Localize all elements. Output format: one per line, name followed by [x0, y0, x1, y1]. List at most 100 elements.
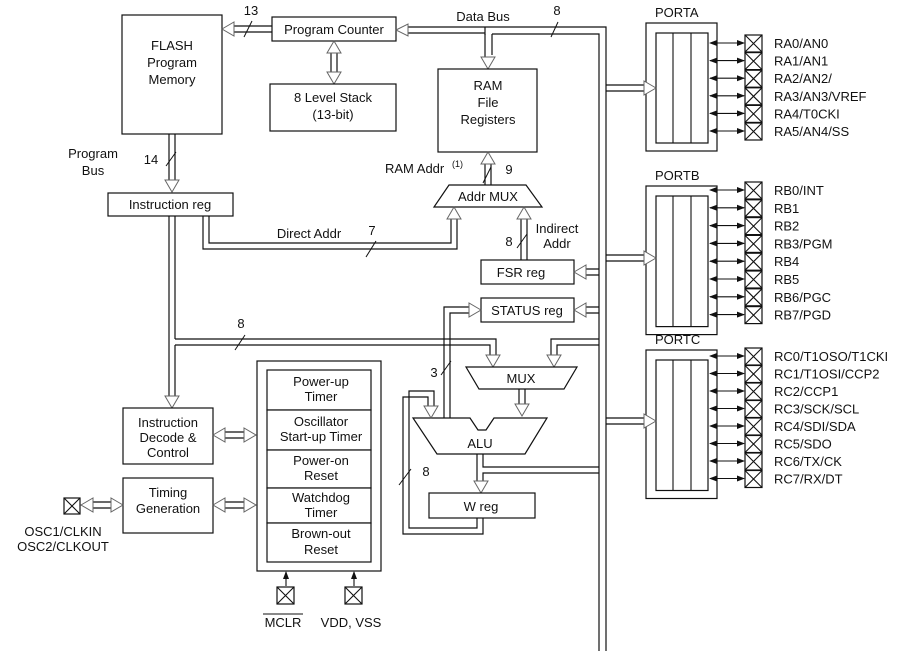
port-portb: PORTBRB0/INTRB1RB2RB3/PGMRB4RB5RB6/PGCRB…	[606, 168, 833, 336]
pin: RB3/PGM	[709, 234, 833, 253]
indirect-addr-width: 8	[505, 234, 512, 249]
pin-label: RB2	[774, 219, 799, 234]
w-feedback-width: 8	[422, 464, 429, 479]
alu: ALU	[411, 417, 549, 455]
instr-bus: 8	[164, 216, 501, 409]
decode-line-2: Decode &	[139, 430, 196, 445]
data-bus	[484, 26, 607, 651]
pin-label: RC3/SCK/SCL	[774, 402, 859, 417]
pin-label: RB3/PGM	[774, 236, 833, 251]
port-bus	[606, 417, 644, 425]
mclr-pin: MCLR	[263, 571, 303, 630]
ram-file-registers: RAM File Registers	[437, 68, 538, 153]
pin-label: RB1	[774, 201, 799, 216]
pc-arrowhead	[394, 23, 409, 37]
timer-1-line-2: Timer	[305, 389, 338, 404]
pin-label: RB6/PGC	[774, 290, 831, 305]
flash-program-memory: FLASH Program Memory	[121, 14, 223, 135]
pin: RC2/CCP1	[709, 382, 838, 401]
pin: RC0/T1OSO/T1CKI	[709, 347, 888, 366]
pin-label: RC1/T1OSI/CCP2	[774, 367, 879, 382]
data-bus-label: Data Bus	[456, 9, 510, 24]
pin-cross	[744, 365, 763, 383]
data-bus-width: 8	[553, 3, 560, 18]
alu-output	[473, 454, 599, 494]
stack-line-1: 8 Level Stack	[294, 90, 373, 105]
mux: MUX	[464, 366, 579, 417]
decode-line-3: Control	[147, 445, 189, 460]
timing-line-1: Timing	[149, 485, 188, 500]
ram-line-3: Registers	[461, 112, 516, 127]
program-counter: Program Counter	[271, 16, 397, 42]
stack: 8 Level Stack (13-bit)	[269, 83, 397, 132]
direct-addr-width: 7	[368, 223, 375, 238]
pin-label: RC7/RX/DT	[774, 472, 843, 487]
stack-line-2: (13-bit)	[312, 107, 353, 122]
pin: RC7/RX/DT	[709, 469, 843, 489]
pin-label: RA5/AN4/SS	[774, 124, 849, 139]
pin: RC4/SDI/SDA	[709, 417, 856, 436]
alu-label: ALU	[467, 436, 492, 451]
port-latch	[655, 32, 709, 144]
pin: RB0/INT	[709, 181, 824, 200]
pin-cross	[744, 105, 763, 123]
pin-label: RA2/AN2/	[774, 71, 832, 86]
timers-block: Power-up Timer Oscillator Start-up Timer…	[256, 360, 382, 572]
pin-cross	[744, 122, 763, 141]
pin-cross	[744, 181, 763, 200]
instr-mux-width: 8	[237, 316, 244, 331]
pin-cross	[744, 199, 763, 218]
pin: RA0/AN0	[709, 34, 828, 53]
pin-label: RB0/INT	[774, 183, 824, 198]
program-bus-label-1: Program	[68, 146, 118, 161]
port-name: PORTB	[655, 168, 700, 183]
decode-line-1: Instruction	[138, 415, 198, 430]
ram-addr-footnote: (1)	[452, 159, 463, 169]
pin: RC3/SCK/SCL	[709, 399, 859, 419]
w-feedback-bus: 8	[398, 390, 484, 535]
pin: RB6/PGC	[709, 288, 831, 307]
timer-4-line-1: Watchdog	[292, 490, 350, 505]
pc-stack-bus	[326, 40, 342, 85]
pin: RC1/T1OSI/CCP2	[709, 364, 879, 384]
pin-label: RB4	[774, 254, 799, 269]
pin: RA5/AN4/SS	[709, 122, 849, 141]
pin-label: RA3/AN3/VREF	[774, 89, 867, 104]
port-latch	[655, 195, 709, 328]
pin-cross	[744, 252, 763, 271]
pin: RA1/AN1	[709, 51, 828, 71]
vdd-pin: VDD, VSS	[321, 571, 382, 630]
pin-cross	[744, 306, 763, 324]
indirect-addr-bus: 8 Indirect Addr	[505, 206, 579, 260]
status-reg-label: STATUS reg	[491, 303, 563, 318]
timing-line-2: Generation	[136, 501, 200, 516]
pin-cross	[744, 382, 763, 401]
mclr-label: MCLR	[265, 615, 302, 630]
port-bus-arrowhead	[643, 80, 657, 96]
pin: RA3/AN3/VREF	[709, 87, 867, 106]
pin: RA2/AN2/	[709, 69, 832, 88]
timer-3-line-1: Power-on	[293, 453, 349, 468]
databus-to-ram	[480, 34, 496, 70]
timer-5-line-1: Brown-out	[291, 526, 351, 541]
w-reg-label: W reg	[464, 499, 499, 514]
flash-line-1: FLASH	[151, 38, 193, 53]
pin: RC5/SDO	[709, 434, 832, 454]
mux-label: MUX	[507, 371, 536, 386]
pin-cross	[744, 347, 763, 366]
databus-to-mux	[550, 338, 599, 355]
direct-addr-label: Direct Addr	[277, 226, 342, 241]
w-reg: W reg	[428, 492, 536, 519]
bus-width-13: 13	[244, 3, 258, 18]
pin-cross	[744, 470, 763, 488]
port-name: PORTC	[655, 332, 700, 347]
addr-mux-label: Addr MUX	[458, 189, 518, 204]
timer-4-line-2: Timer	[305, 505, 338, 520]
port-bus	[606, 84, 644, 92]
flash-line-3: Memory	[149, 72, 196, 87]
fsr-reg: FSR reg	[480, 259, 599, 285]
pin: RA4/T0CKI	[709, 104, 840, 124]
pin-label: RC6/TX/CK	[774, 454, 842, 469]
pin-label: RB7/PGD	[774, 308, 831, 323]
instruction-reg: Instruction reg	[107, 192, 234, 217]
